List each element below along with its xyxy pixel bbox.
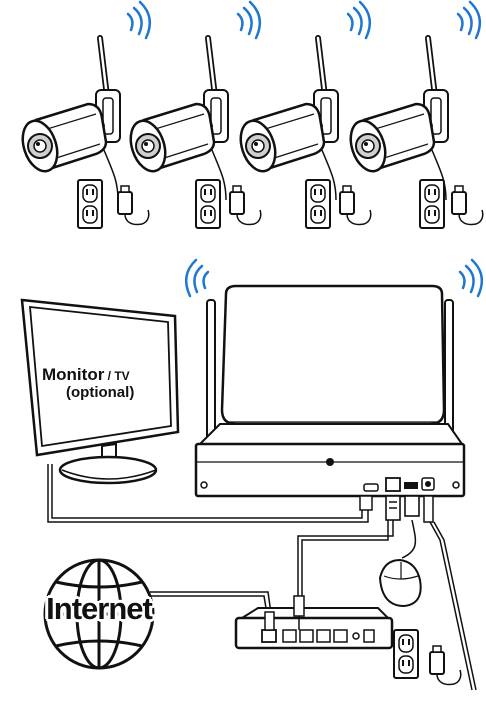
wifi-waves-icon: [186, 260, 208, 296]
power-outlet-icon: [420, 180, 444, 228]
wifi-waves-icon: [128, 2, 150, 38]
camera-3: [235, 2, 371, 228]
monitor-label: Monitor / TV: [42, 366, 130, 383]
camera-icon: [17, 38, 120, 200]
power-outlet-icon: [196, 180, 220, 228]
wifi-waves-icon: [460, 260, 482, 296]
nvr-power: [394, 630, 461, 685]
nvr-icon: [186, 260, 482, 496]
power-adapter-icon: [430, 646, 461, 685]
camera-icon: [345, 38, 448, 200]
power-adapter-icon: [118, 186, 149, 225]
wifi-waves-icon: [238, 2, 260, 38]
lan-cable-nvr: [298, 520, 393, 596]
camera-2: [125, 2, 261, 228]
camera-1: [17, 2, 150, 228]
wifi-waves-icon: [458, 2, 480, 38]
power-outlet-icon: [394, 630, 418, 678]
power-outlet-icon: [306, 180, 330, 228]
mouse-icon: [380, 560, 421, 606]
wifi-waves-icon: [348, 2, 370, 38]
monitor-optional-label: (optional): [66, 385, 134, 400]
camera-4: [345, 2, 483, 228]
power-outlet-icon: [78, 180, 102, 228]
router-icon: [236, 596, 392, 648]
camera-icon: [125, 38, 228, 200]
power-adapter-icon: [452, 186, 483, 225]
mouse-cable: [402, 520, 415, 558]
power-adapter-icon: [230, 186, 261, 225]
monitor-label-main: Monitor: [42, 365, 104, 384]
monitor-label-sub: / TV: [104, 369, 129, 383]
camera-icon: [235, 38, 338, 200]
internet-label: Internet: [35, 591, 163, 627]
power-adapter-icon: [340, 186, 371, 225]
